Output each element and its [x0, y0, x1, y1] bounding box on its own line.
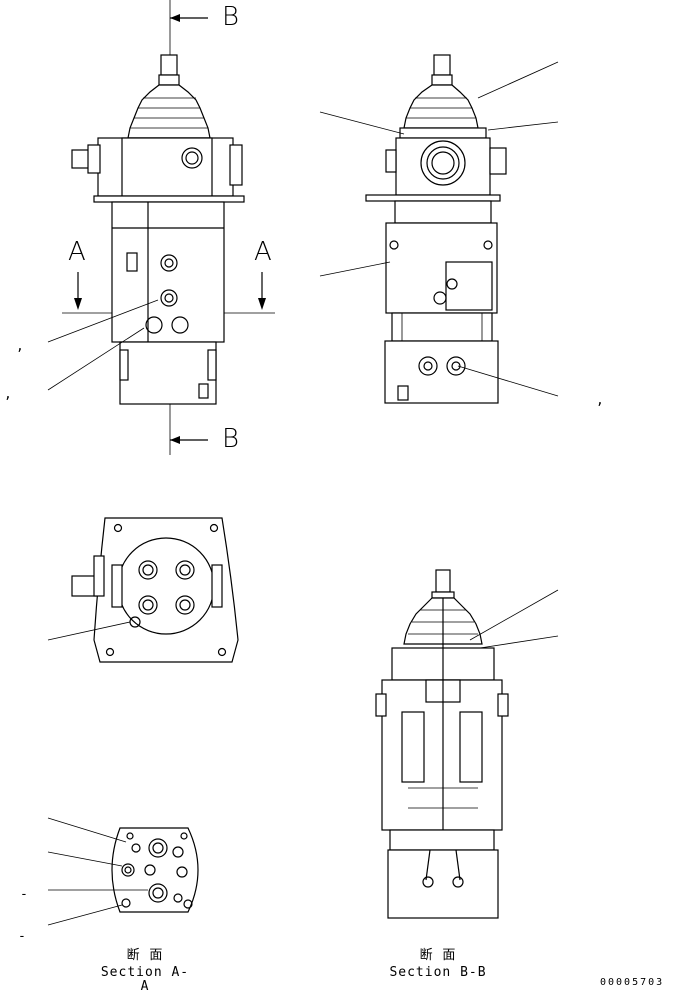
- section-marker-a-right: A: [254, 237, 272, 267]
- dash-mark-lower: -: [18, 929, 26, 944]
- callout-mark-left-lower: ,: [4, 387, 12, 402]
- bottom-view: [47, 517, 239, 663]
- dash-mark-upper: -: [20, 887, 28, 902]
- section-marker-b-bottom: B: [222, 424, 240, 454]
- section-marker-b-top: B: [222, 2, 240, 32]
- side-view: [319, 54, 559, 404]
- section-b-caption-jp: 断 面: [419, 948, 457, 963]
- section-b-caption-en: Section B-B: [389, 965, 487, 980]
- section-a-caption-jp: 断 面: [126, 948, 164, 963]
- section-marker-a-left: A: [68, 237, 86, 267]
- section-b-b: [375, 569, 559, 919]
- section-a-a: [47, 817, 199, 926]
- callout-mark-right: ,: [596, 393, 604, 408]
- front-view: [47, 0, 275, 455]
- drawing-number: 00005703: [600, 977, 665, 988]
- callout-mark-left-upper: ,: [16, 339, 24, 354]
- section-a-caption-en: Section A-A: [100, 965, 190, 994]
